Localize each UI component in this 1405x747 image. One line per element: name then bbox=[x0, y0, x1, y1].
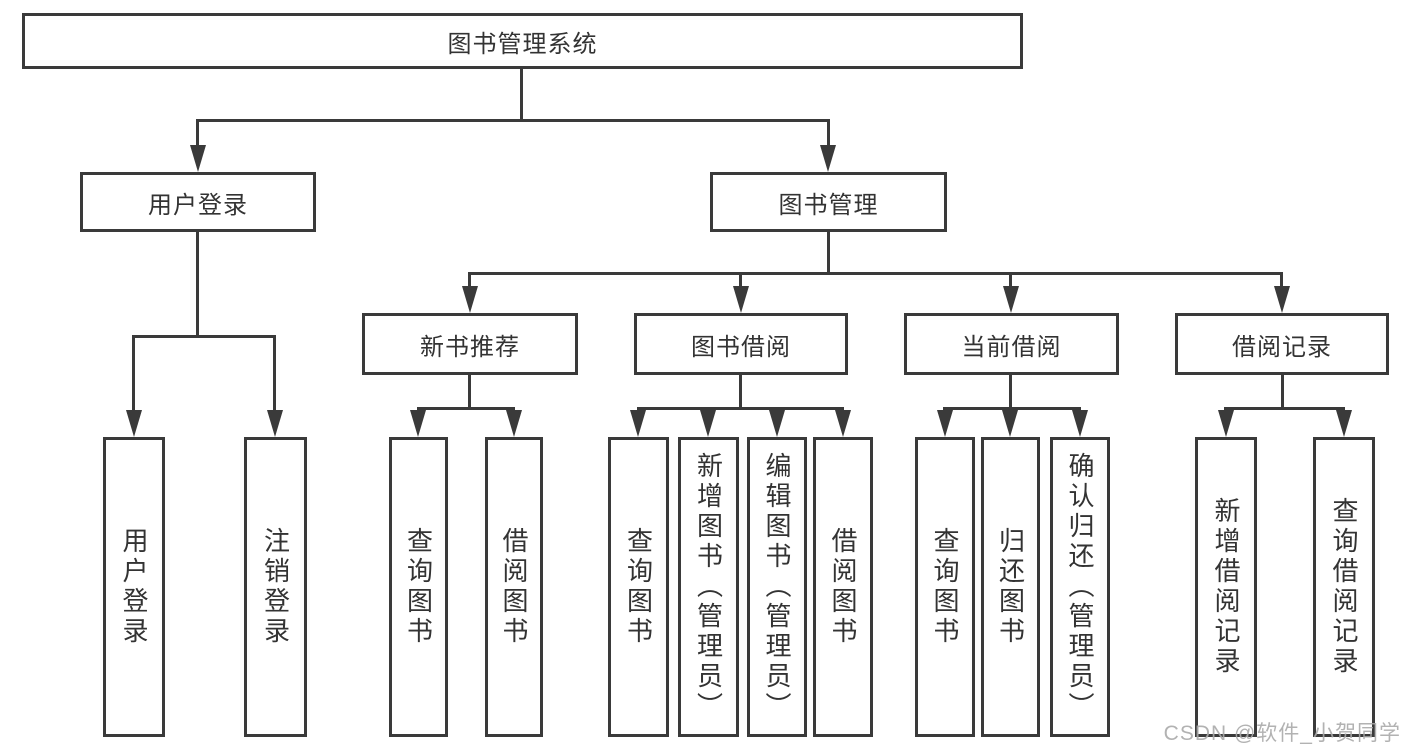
leaf-confirm-return-admin: 确认归还（管理员） bbox=[1050, 437, 1110, 737]
arrowhead-icon bbox=[733, 286, 749, 313]
connector-line bbox=[197, 119, 830, 122]
connector-line bbox=[1280, 272, 1283, 290]
connector-line bbox=[739, 375, 742, 409]
leaf-query-books-borrowing: 查询图书 bbox=[608, 437, 669, 737]
connector-line bbox=[1281, 375, 1284, 409]
node-borrowing-records: 借阅记录 bbox=[1175, 313, 1389, 375]
arrowhead-icon bbox=[700, 410, 716, 437]
connector-line bbox=[196, 232, 199, 338]
node-label: 图书管理系统 bbox=[447, 30, 598, 58]
node-book-borrowing: 图书借阅 bbox=[634, 313, 848, 375]
csdn-watermark: CSDN @软件_小贺同学 bbox=[1163, 722, 1401, 745]
leaf-add-borrow-record: 新增借阅记录 bbox=[1195, 437, 1257, 737]
connector-line bbox=[468, 375, 471, 409]
node-label: 查询借阅记录 bbox=[1329, 497, 1359, 677]
connector-line bbox=[827, 119, 830, 150]
arrowhead-icon bbox=[126, 410, 142, 437]
connector-line bbox=[468, 272, 471, 290]
connector-line bbox=[1009, 375, 1012, 409]
connector-line bbox=[132, 335, 135, 412]
leaf-add-books-admin: 新增图书（管理员） bbox=[678, 437, 739, 737]
node-book-management: 图书管理 bbox=[710, 172, 947, 232]
arrowhead-icon bbox=[1274, 286, 1290, 313]
node-label: 确认归还（管理员） bbox=[1065, 452, 1095, 722]
node-root-library-system: 图书管理系统 bbox=[22, 13, 1023, 69]
leaf-query-books-recommend: 查询图书 bbox=[389, 437, 448, 737]
node-label: 查询图书 bbox=[930, 527, 960, 647]
leaf-borrow-books-recommend: 借阅图书 bbox=[485, 437, 543, 737]
arrowhead-icon bbox=[1218, 410, 1234, 437]
arrowhead-icon bbox=[190, 145, 206, 172]
leaf-logout: 注销登录 bbox=[244, 437, 307, 737]
node-label: 借阅图书 bbox=[828, 527, 858, 647]
arrowhead-icon bbox=[410, 410, 426, 437]
arrowhead-icon bbox=[835, 410, 851, 437]
leaf-return-books: 归还图书 bbox=[981, 437, 1040, 737]
node-label: 图书管理 bbox=[778, 191, 879, 219]
leaf-query-books-current: 查询图书 bbox=[915, 437, 975, 737]
leaf-user-login: 用户登录 bbox=[103, 437, 165, 737]
arrowhead-icon bbox=[937, 410, 953, 437]
node-label: 编辑图书（管理员） bbox=[762, 452, 792, 722]
node-label: 注销登录 bbox=[260, 527, 291, 647]
node-new-book-recommend: 新书推荐 bbox=[362, 313, 578, 375]
arrowhead-icon bbox=[462, 286, 478, 313]
node-label: 借阅图书 bbox=[499, 527, 529, 647]
node-label: 查询图书 bbox=[623, 527, 654, 647]
connector-line bbox=[132, 335, 275, 338]
node-label: 当前借阅 bbox=[961, 333, 1062, 361]
node-label: 图书借阅 bbox=[691, 333, 791, 361]
connector-line bbox=[468, 272, 1282, 275]
connector-line bbox=[417, 407, 515, 410]
connector-line bbox=[1224, 407, 1345, 410]
connector-line bbox=[1009, 272, 1012, 290]
leaf-borrow-books: 借阅图书 bbox=[813, 437, 873, 737]
arrowhead-icon bbox=[630, 410, 646, 437]
node-label: 新增借阅记录 bbox=[1211, 497, 1241, 677]
arrowhead-icon bbox=[1003, 286, 1019, 313]
node-label: 用户登录 bbox=[119, 527, 149, 647]
leaf-edit-books-admin: 编辑图书（管理员） bbox=[747, 437, 807, 737]
connector-line bbox=[827, 232, 830, 275]
arrowhead-icon bbox=[506, 410, 522, 437]
node-label: 新书推荐 bbox=[420, 333, 520, 361]
connector-line bbox=[943, 407, 1081, 410]
leaf-query-borrow-record: 查询借阅记录 bbox=[1313, 437, 1375, 737]
arrowhead-icon bbox=[820, 145, 836, 172]
arrowhead-icon bbox=[267, 410, 283, 437]
node-label: 用户登录 bbox=[148, 191, 248, 219]
node-label: 查询图书 bbox=[403, 527, 434, 647]
arrowhead-icon bbox=[1336, 410, 1352, 437]
node-current-borrowing: 当前借阅 bbox=[904, 313, 1119, 375]
node-label: 归还图书 bbox=[995, 527, 1026, 647]
connector-line bbox=[196, 119, 199, 150]
connector-line bbox=[739, 272, 742, 290]
node-label: 新增图书（管理员） bbox=[693, 452, 724, 722]
arrowhead-icon bbox=[769, 410, 785, 437]
connector-line bbox=[520, 69, 523, 122]
connector-line bbox=[637, 407, 844, 410]
node-user-login: 用户登录 bbox=[80, 172, 316, 232]
arrowhead-icon bbox=[1072, 410, 1088, 437]
connector-line bbox=[273, 335, 276, 412]
arrowhead-icon bbox=[1002, 410, 1018, 437]
node-label: 借阅记录 bbox=[1232, 333, 1332, 361]
